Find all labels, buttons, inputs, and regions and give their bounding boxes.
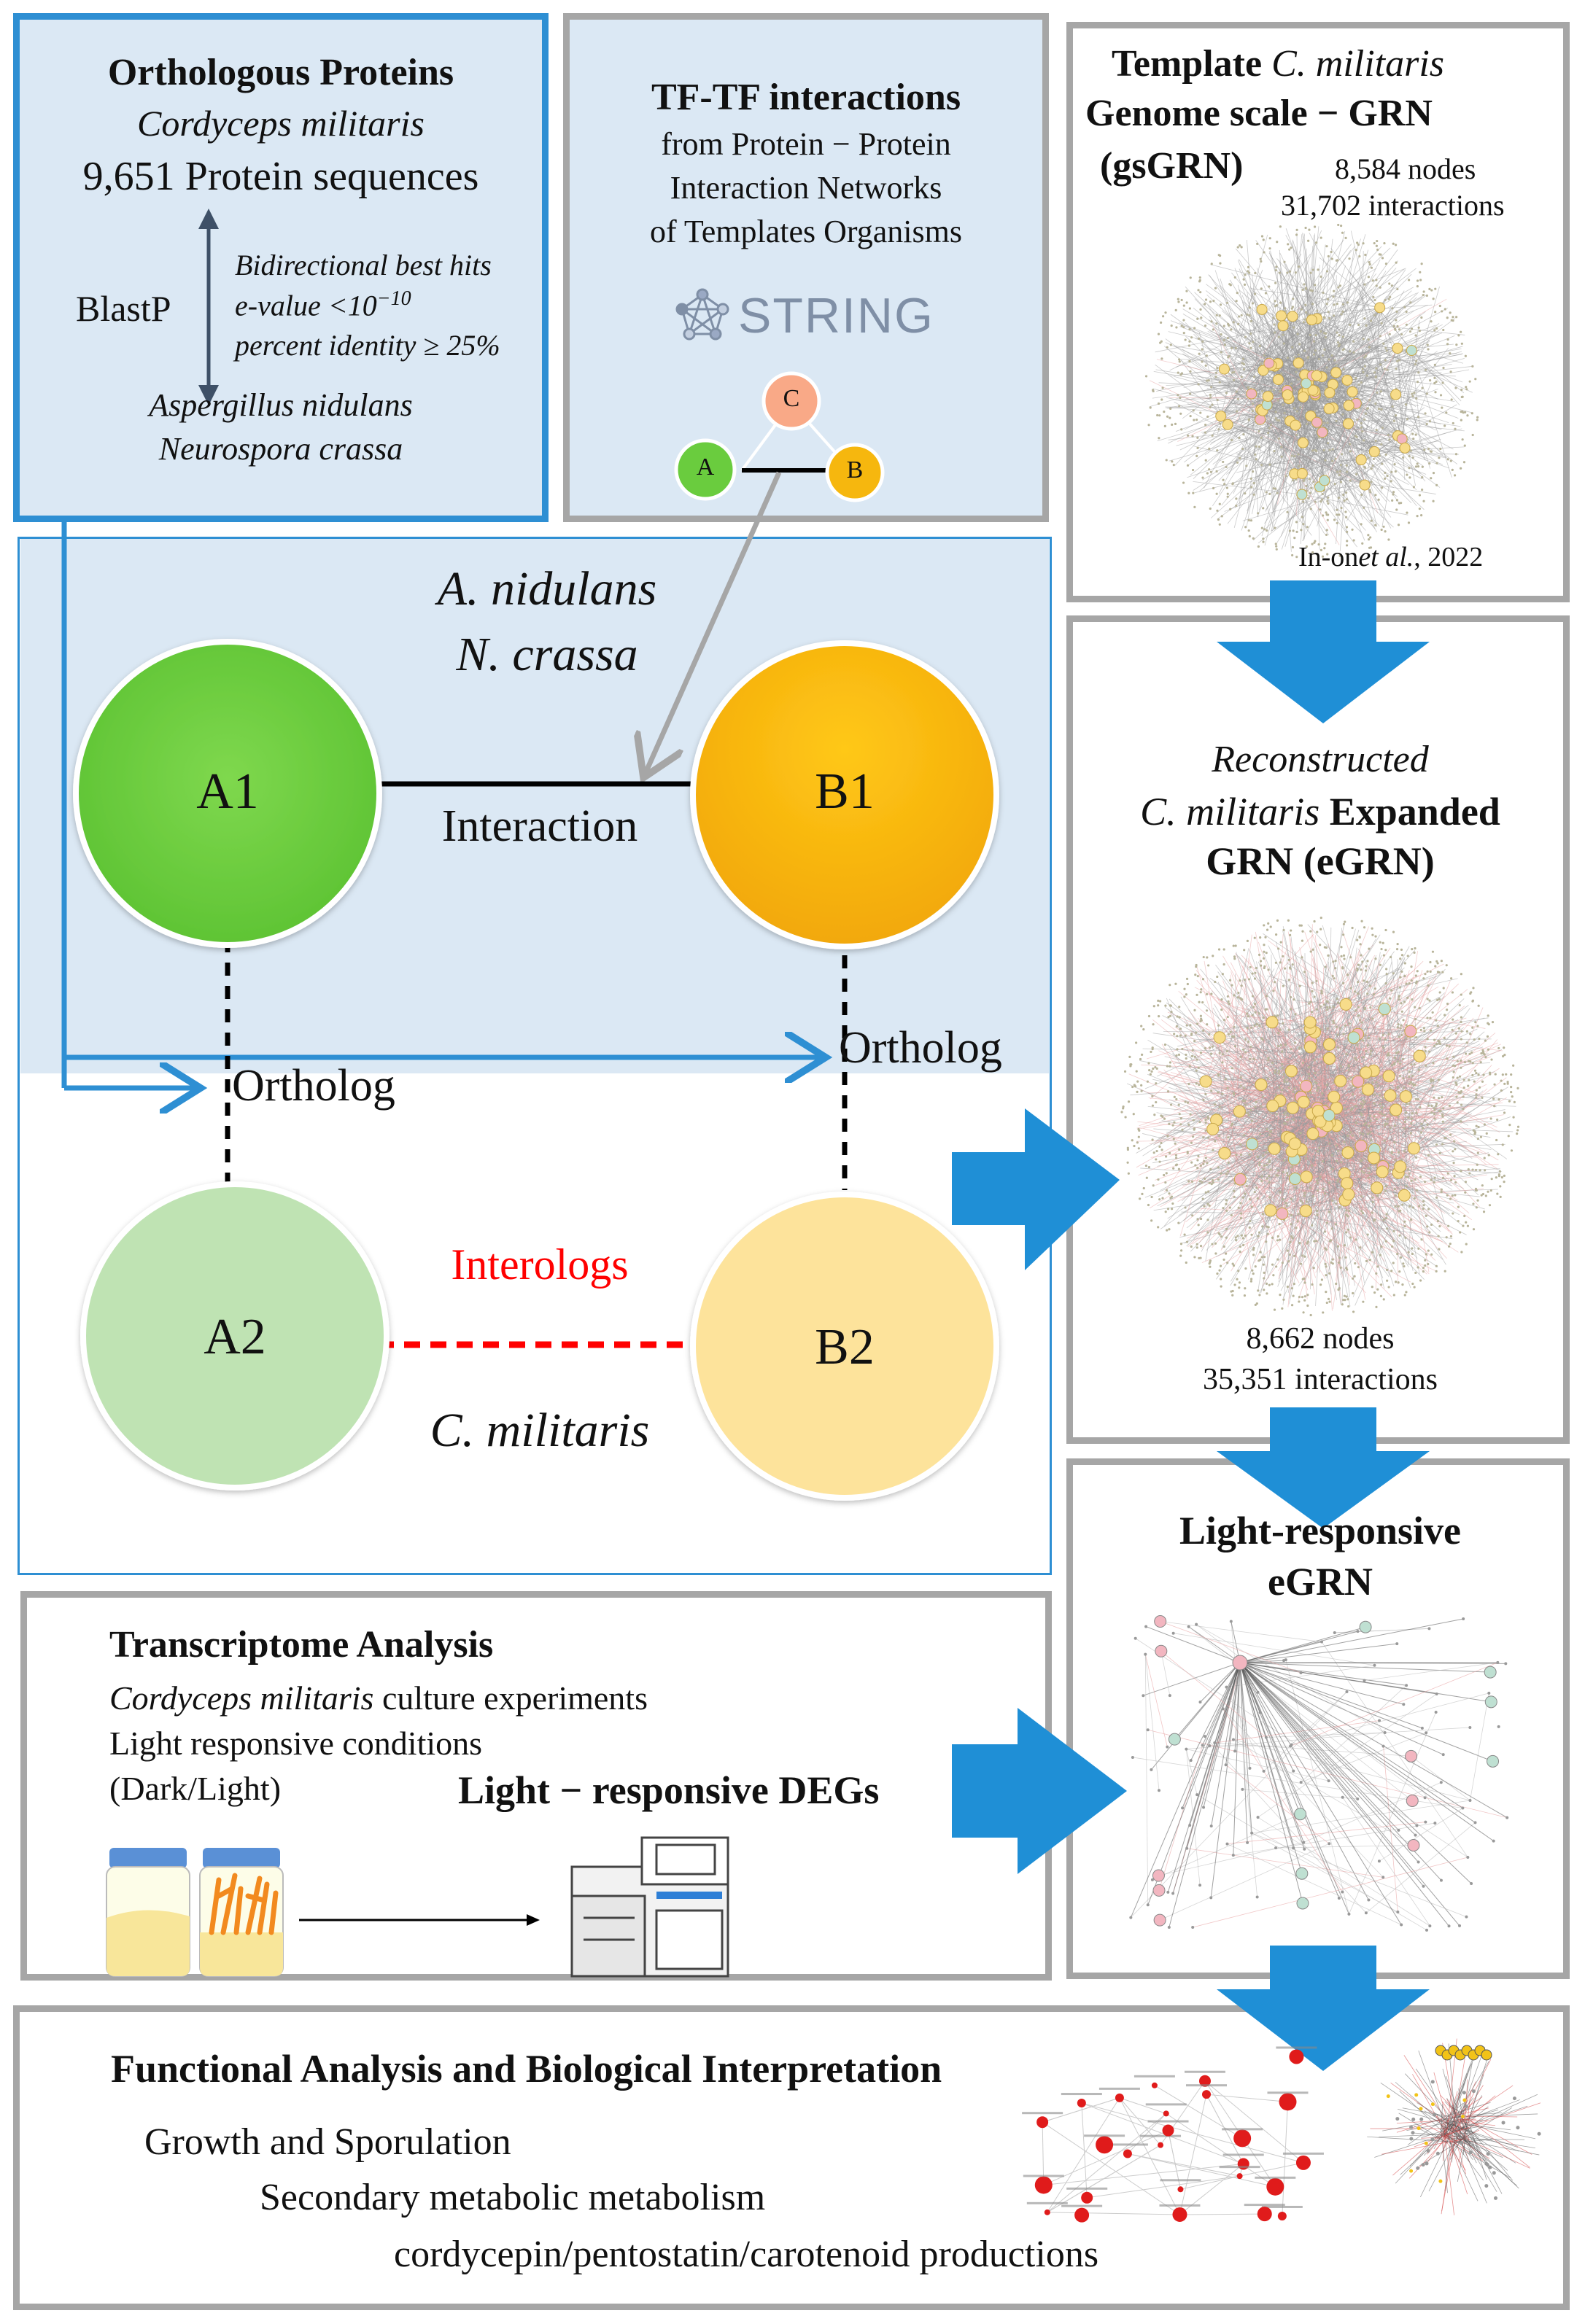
ortho-count: 9,651 Protein sequences: [82, 154, 479, 199]
functional-title: Functional Analysis and Biological Inter…: [111, 2047, 942, 2091]
light-responsive-degs-label: Light − responsive DEGs: [458, 1768, 880, 1812]
node-b1: [690, 640, 999, 949]
arrow-mapping-to-egrn: [952, 1108, 1120, 1270]
tftf-line-2: Interaction Networks: [670, 170, 942, 206]
tftf-line-1: from Protein − Protein: [661, 126, 951, 162]
template-title-line-1: Template C. militaris: [1112, 43, 1445, 85]
ortho-method: BlastP: [76, 288, 171, 329]
light-egrn-network-image: [1129, 1615, 1509, 1932]
template-node-count: 8,584 nodes: [1335, 152, 1476, 185]
ortho-organism: Cordyceps militaris: [137, 103, 425, 144]
node-a2-label: A2: [204, 1309, 266, 1365]
ortholog-connector-arrows: [61, 518, 821, 1088]
tftf-title: TF-TF interactions: [651, 77, 961, 118]
templates-species-2: N. crassa: [456, 628, 638, 681]
functional-item-1: Growth and Sporulation: [144, 2121, 511, 2163]
sequencing-arrow: [299, 1914, 540, 1926]
egrn-line-1: Reconstructed: [1212, 739, 1429, 780]
template-title-line-2: Genome scale − GRN: [1085, 93, 1433, 134]
functional-item-3: cordycepin/pentostatin/carotenoid produc…: [394, 2234, 1099, 2275]
interaction-label: Interaction: [441, 801, 638, 851]
ortholog-label-right: Ortholog: [839, 1023, 1002, 1073]
arrow-degs-to-light: [952, 1708, 1127, 1874]
light-egrn-title-2: eGRN: [1268, 1560, 1373, 1604]
template-organism-1: Aspergillus nidulans: [149, 387, 413, 423]
hub-network-image: [1367, 2038, 1541, 2215]
interolog-mapping-frame: [18, 537, 1052, 1575]
mini-node-a: [674, 438, 737, 501]
template-title-line-3: (gsGRN): [1100, 145, 1244, 187]
egrn-node-count: 8,662 nodes: [1246, 1322, 1395, 1356]
transcriptome-line-1: Cordyceps militaris culture experiments: [109, 1679, 648, 1717]
light-egrn-title-1: Light-responsive: [1179, 1509, 1462, 1552]
ortho-criterion-1: Bidirectional best hits: [235, 249, 492, 281]
node-a1-label: A1: [196, 763, 259, 820]
egrn-line-3: GRN (eGRN): [1206, 839, 1435, 883]
egrn-network-image: [1120, 916, 1520, 1317]
template-interaction-count: 31,702 interactions: [1281, 189, 1505, 222]
arrow-light-to-functional: [1217, 1946, 1430, 2071]
ortho-title: Orthologous Proteins: [107, 52, 454, 93]
light-culture-jar-icon: [199, 1848, 284, 1977]
blastp-double-arrow: [198, 209, 219, 405]
ortho-criterion-3: percent identity ≥ 25%: [235, 329, 500, 362]
templates-species-1: A. nidulans: [437, 562, 657, 615]
flow-arrows: [952, 580, 1430, 2071]
egrn-line-2: C. militaris Expanded: [1140, 790, 1500, 833]
template-organism-2: Neurospora crassa: [158, 431, 403, 467]
arrow-egrn-to-light: [1217, 1407, 1430, 1528]
node-a2: [80, 1181, 390, 1491]
mini-node-b-label: B: [846, 456, 864, 483]
go-enrichment-network-image: [1022, 2046, 1324, 2223]
ortho-criterion-2: e-value <10−10: [235, 287, 411, 322]
arrow-gsgrn-to-egrn: [1217, 580, 1430, 723]
egrn-interaction-count: 35,351 interactions: [1203, 1363, 1438, 1396]
transcriptome-line-2: Light responsive conditions: [109, 1725, 483, 1762]
orthologous-proteins-box: [13, 13, 549, 522]
node-a1: [73, 639, 382, 948]
target-species-label: C. militaris: [430, 1404, 650, 1457]
sequencer-icon: [570, 1836, 729, 1978]
tf-tf-interactions-box: [563, 13, 1049, 522]
mini-node-c-label: C: [783, 385, 800, 412]
tftf-line-3: of Templates Organisms: [650, 214, 962, 249]
transcriptome-title: Transcriptome Analysis: [109, 1624, 494, 1666]
node-b2: [690, 1192, 999, 1501]
node-b2-label: B2: [815, 1319, 875, 1375]
transcriptome-line-3: (Dark/Light): [109, 1770, 282, 1807]
gsgrn-network-image: [1144, 223, 1479, 559]
functional-item-2: Secondary metabolic metabolism: [260, 2177, 766, 2218]
mini-tf-network: [674, 371, 885, 502]
string-logo-text: STRING: [738, 288, 934, 343]
mini-node-a-label: A: [696, 454, 715, 481]
string-logo-icon: [675, 288, 729, 341]
node-b1-label: B1: [815, 763, 875, 820]
mini-node-b: [825, 443, 885, 502]
dark-culture-jar-icon: [106, 1848, 190, 1977]
mini-node-c: [762, 371, 821, 431]
transcriptome-analysis-box: [20, 1591, 1052, 1981]
interologs-label: Interologs: [451, 1240, 629, 1289]
template-citation: In-onet al., 2022: [1298, 542, 1484, 572]
grey-mapping-arrow: [646, 471, 782, 773]
ortholog-label-left: Ortholog: [232, 1061, 395, 1111]
